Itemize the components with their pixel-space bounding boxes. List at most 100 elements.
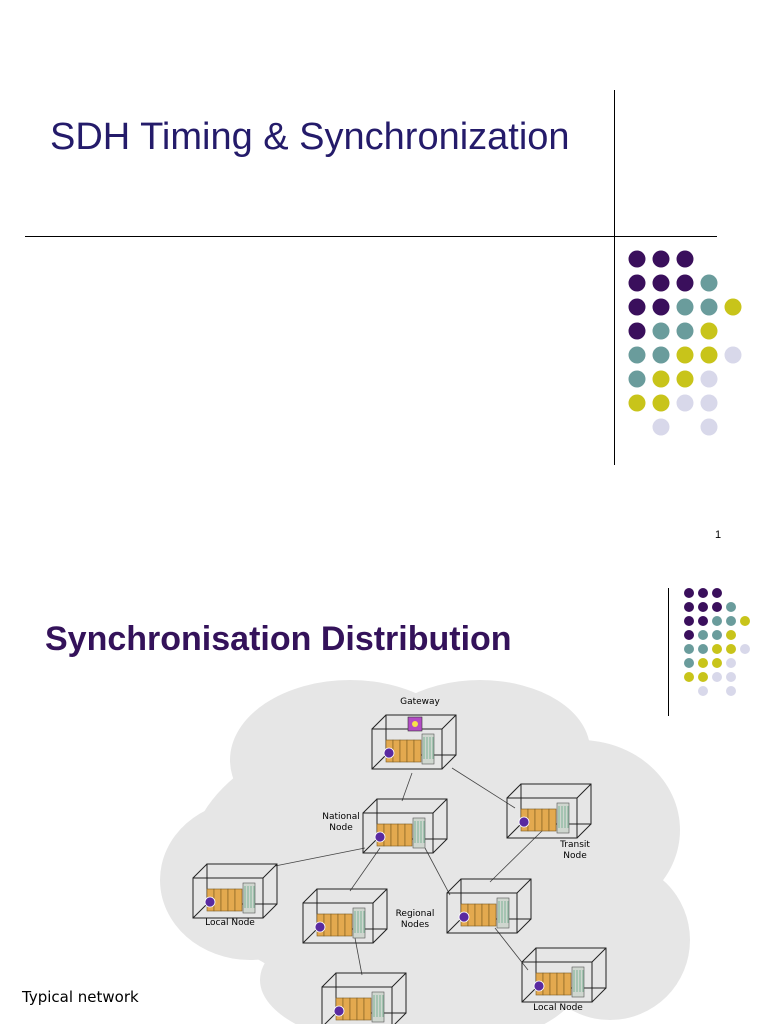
decorative-dot [700,298,718,316]
equipment-shelf-icon [242,882,256,914]
decorative-dot [698,602,708,612]
decorative-dot [726,602,736,612]
decorative-dot [712,644,722,654]
decorative-dot [700,322,718,340]
decorative-dot [698,588,708,598]
equipment-shelf-icon [371,991,385,1023]
label-transit-line2: Node [563,851,587,861]
decorative-dot [698,686,708,696]
node-regional-1 [302,888,388,944]
equipment-shelf-icon [571,966,585,998]
decorative-dot [676,298,694,316]
decorative-dot [726,630,736,640]
decorative-dot [726,644,736,654]
decorative-dot [676,274,694,292]
decorative-dot [652,394,670,412]
clock-badge-icon [518,816,530,828]
decorative-dot [724,298,742,316]
decorative-dot [712,602,722,612]
clock-badge-icon [333,1005,345,1017]
clock-badge-icon [374,831,386,843]
decorative-dot [652,298,670,316]
decorative-dot [740,644,750,654]
decorative-dot [652,346,670,364]
sync-source-beacon-icon [407,716,423,732]
decorative-dot [726,616,736,626]
decorative-dot-grid [628,250,742,436]
decorative-dot [700,370,718,388]
label-local-node-left: Local Node [205,918,255,928]
equipment-shelf-icon [556,802,570,834]
decorative-dot [652,370,670,388]
equipment-shelf-icon [496,897,510,929]
caption-typical-network: Typical network [22,988,139,1006]
decorative-dot [740,616,750,626]
equipment-shelf-icon [412,817,426,849]
decorative-dot [652,418,670,436]
node-local-right [521,947,607,1003]
decorative-dot [676,394,694,412]
network-cloud [160,680,690,1024]
decorative-dot [726,672,736,682]
network-links [274,767,546,976]
decorative-dot [684,588,694,598]
decorative-dot [676,250,694,268]
decorative-dot [628,322,646,340]
decorative-dot [628,250,646,268]
clock-badge-icon [314,921,326,933]
decorative-dot [676,346,694,364]
decorative-dot [700,418,718,436]
decorative-dot [652,250,670,268]
decorative-dot [652,322,670,340]
decorative-dot-grid [684,588,750,696]
equipment-shelf-icon [421,733,435,765]
clock-badge-icon [458,911,470,923]
decorative-dot [676,322,694,340]
label-national-line1: National [322,812,360,822]
node-regional-3 [321,972,407,1024]
decorative-dot [726,686,736,696]
node-gateway [371,714,457,770]
slide-title-text: SDH Timing & Synchronization [50,116,570,158]
slide-title: SDH Timing & Synchronization 1 [25,90,742,541]
label-transit-line1: Transit [559,840,590,850]
clock-badge-icon [383,747,395,759]
decorative-dot [698,644,708,654]
decorative-dot [700,394,718,412]
slide-sync-distribution: Synchronisation Distribution Gateway Nat… [0,560,768,1024]
decorative-dot [698,630,708,640]
decorative-dot [628,370,646,388]
clock-badge-icon [204,896,216,908]
decorative-dot [698,658,708,668]
vertical-rule [614,90,615,465]
decorative-dot [698,616,708,626]
decorative-dot [712,588,722,598]
label-gateway: Gateway [400,697,440,707]
clock-badge-icon [533,980,545,992]
label-regional-line1: Regional [396,909,435,919]
decorative-dot [684,630,694,640]
decorative-dot [652,274,670,292]
decorative-dot [628,274,646,292]
decorative-dot [712,616,722,626]
node-national [362,798,448,854]
decorative-dot [698,672,708,682]
decorative-dot [712,630,722,640]
horizontal-rule [25,236,717,237]
label-regional-line2: Nodes [401,920,429,930]
decorative-dot [684,616,694,626]
node-local-left [192,863,278,919]
decorative-dot [712,658,722,668]
decorative-dot [700,274,718,292]
decorative-dot [628,394,646,412]
decorative-dot [628,346,646,364]
equipment-shelf-icon [352,907,366,939]
decorative-dot [712,672,722,682]
node-transit [506,783,592,839]
vertical-rule [668,588,669,716]
decorative-dot [700,346,718,364]
slide-title-text: Synchronisation Distribution [45,620,512,658]
decorative-dot [684,602,694,612]
decorative-dot [726,658,736,668]
node-regional-2 [446,878,532,934]
